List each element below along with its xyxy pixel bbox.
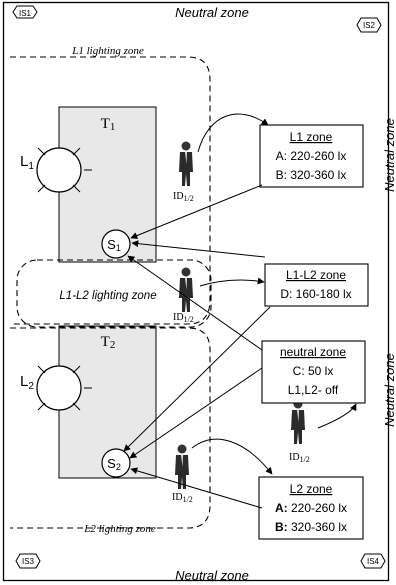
bottom-neutral-zone-label: Neutral zone xyxy=(175,568,249,583)
arrow-person2-to-l1l2-box xyxy=(199,277,265,287)
l2-zone-box: L2 zone A: 220-260 lx B: 320-360 lx xyxy=(258,476,364,540)
arrow-neutral-box-to-s1 xyxy=(127,255,263,351)
arrow-l2-box-to-s2 xyxy=(130,467,263,509)
l1-lighting-zone-label: L1 lighting zone xyxy=(71,45,144,57)
table-t1-label: T1 xyxy=(101,116,116,133)
arrow-person1-to-l1-box xyxy=(197,113,269,153)
l1-lighting-zone-boundary xyxy=(10,56,211,325)
sensor-is1-label: IS1 xyxy=(19,9,32,18)
l2-zone-box-line-a: A: 220-260 lx xyxy=(275,501,347,515)
lamp-l1-label: L1 xyxy=(20,153,34,172)
sensor-is3: IS3 xyxy=(15,553,41,569)
l1l2-lighting-zone-label: L1-L2 lighting zone xyxy=(59,290,156,302)
top-neutral-zone-label: Neutral zone xyxy=(175,5,249,20)
sensor-is4: IS4 xyxy=(360,553,386,569)
person-4-label: ID1/2 xyxy=(172,492,193,504)
l1-zone-box-title: L1 zone xyxy=(290,130,333,144)
l1-zone-box-line-b: B: 320-360 lx xyxy=(276,168,347,182)
neutral-zone-box: neutral zone C: 50 lx L1,L2- off xyxy=(261,340,366,404)
switch-s2-label: S2 xyxy=(107,456,121,472)
arrow-person3-to-neutral-box xyxy=(317,403,357,429)
sensor-is4-label: IS4 xyxy=(367,557,380,566)
person-figure-4 xyxy=(175,444,189,489)
sensor-is2-label: IS2 xyxy=(363,21,376,30)
sensor-is1: IS1 xyxy=(12,5,38,19)
l2-zone-box-title: L2 zone xyxy=(290,482,333,496)
table-t2-label: T2 xyxy=(101,334,116,351)
room-outline xyxy=(2,1,390,582)
person-2-label: ID1/2 xyxy=(173,312,194,324)
switch-s1: S1 xyxy=(101,229,131,259)
l1l2-zone-box-line-d: D: 160-180 lx xyxy=(280,287,351,301)
arrow-l1-box-to-s1 xyxy=(130,184,263,239)
arrow-person4-to-l2-box xyxy=(191,438,273,475)
connector-arrows xyxy=(123,113,357,509)
person-figure-3 xyxy=(291,399,305,444)
lamp-l2-icon xyxy=(36,365,92,411)
switch-s2: S2 xyxy=(101,448,131,478)
neutral-zone-box-line-off: L1,L2- off xyxy=(288,383,339,397)
l2-lighting-zone-label: L2 lighting zone xyxy=(83,523,156,535)
arrow-neutral-box-to-s2 xyxy=(129,367,263,459)
sensor-is2: IS2 xyxy=(356,17,382,33)
l1l2-zone-box-title: L1-L2 zone xyxy=(286,268,346,282)
l1-zone-box: L1 zone A: 220-260 lx B: 320-360 lx xyxy=(259,124,364,188)
lamp-l1-icon xyxy=(36,147,92,193)
neutral-zone-box-line-c: C: 50 lx xyxy=(293,364,334,378)
right-neutral-zone-label-upper: Neutral zone xyxy=(382,118,396,192)
l2-lighting-zone-boundary xyxy=(10,327,211,529)
lamp-l2-label: L2 xyxy=(20,373,34,392)
switch-s1-label: S1 xyxy=(107,237,121,253)
person-1-label: ID1/2 xyxy=(173,191,194,203)
sensor-is3-label: IS3 xyxy=(22,557,35,566)
l1l2-lighting-zone-boundary xyxy=(16,259,212,328)
neutral-zone-box-title: neutral zone xyxy=(280,345,346,359)
person-figure-1 xyxy=(179,141,193,186)
person-figure-2 xyxy=(179,267,193,312)
right-neutral-zone-label-lower: Neutral zone xyxy=(382,353,396,427)
arrow-l1l2-box-to-s2 xyxy=(123,306,271,452)
l2-zone-box-line-b: B: 320-360 lx xyxy=(275,520,347,534)
l1l2-zone-box: L1-L2 zone D: 160-180 lx xyxy=(264,263,369,307)
person-3-label: ID1/2 xyxy=(289,452,310,464)
l1-zone-box-line-a: A: 220-260 lx xyxy=(276,149,347,163)
arrow-l1l2-box-to-s1 xyxy=(131,240,266,258)
